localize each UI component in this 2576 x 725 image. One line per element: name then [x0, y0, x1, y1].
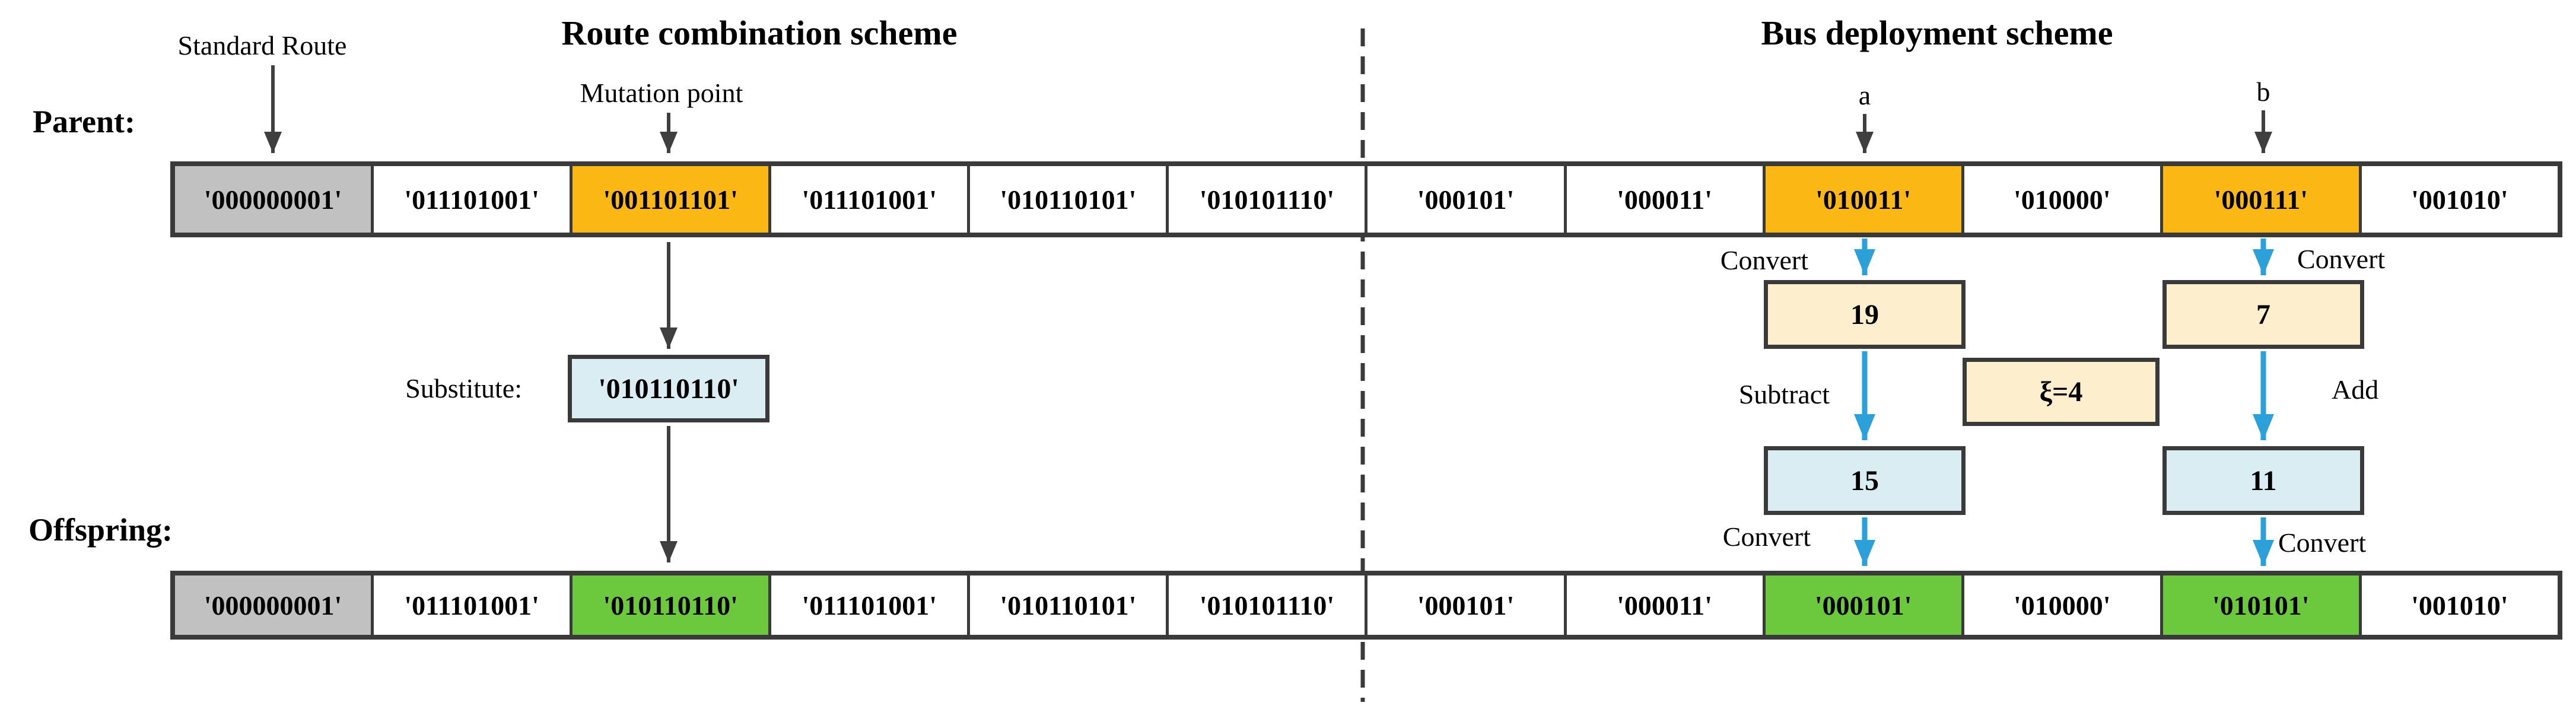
gene-cell: '011101001'	[371, 166, 570, 233]
substitute-label: Substitute:	[405, 373, 522, 403]
convert-label-b-down: Convert	[2297, 244, 2386, 274]
gene-cell: '010000'	[1961, 166, 2160, 233]
gene-cell: '011101001'	[768, 575, 968, 635]
gene-cell: '010110110'	[570, 575, 769, 635]
gene-cell: '000101'	[1365, 575, 1564, 635]
a-decoded-value-box: 19	[1764, 280, 1966, 349]
gene-cell: '011101001'	[371, 575, 570, 635]
parent-row-label: Parent:	[33, 104, 135, 139]
subtract-label: Subtract	[1738, 379, 1830, 409]
gene-cell: '000011'	[1563, 575, 1763, 635]
b-result-value-box: 11	[2162, 446, 2364, 515]
b-decoded-value-box: 7	[2162, 280, 2364, 349]
gene-cell: '000111'	[2160, 166, 2359, 233]
gene-cell: '010000'	[1961, 575, 2160, 635]
offspring-row-label: Offspring:	[28, 512, 173, 548]
gene-cell: '000101'	[1365, 166, 1564, 233]
gene-cell: '001010'	[2358, 575, 2558, 635]
gene-cell: '010011'	[1762, 166, 1961, 233]
convert-label-a-up: Convert	[1722, 522, 1811, 552]
gene-a-label: a	[1858, 80, 1871, 110]
gene-cell: '000000001'	[175, 575, 371, 635]
convert-label-a-down: Convert	[1720, 245, 1808, 275]
parent-chromosome-row: '000000001''011101001''001101101''011101…	[170, 161, 2562, 237]
a-result-value-box: 15	[1764, 446, 1966, 515]
bus-deployment-scheme-title: Bus deployment scheme	[1761, 14, 2113, 52]
gene-cell: '011101001'	[768, 166, 968, 233]
gene-cell: '010101'	[2160, 575, 2359, 635]
substitute-value-box: '010110110'	[568, 355, 769, 422]
xi-parameter-box: ξ=4	[1963, 358, 2160, 426]
gene-cell: '010110101'	[967, 166, 1166, 233]
gene-cell: '010110101'	[967, 575, 1166, 635]
gene-cell: '001101101'	[570, 166, 769, 233]
standard-route-label: Standard Route	[177, 30, 347, 61]
gene-b-label: b	[2256, 77, 2270, 107]
convert-label-b-up: Convert	[2278, 527, 2367, 558]
gene-cell: '000101'	[1762, 575, 1961, 635]
gene-cell: '010101110'	[1166, 166, 1365, 233]
gene-cell: '010101110'	[1166, 575, 1365, 635]
gene-cell: '000000001'	[175, 166, 371, 233]
add-label: Add	[2332, 374, 2379, 405]
gene-cell: '000011'	[1563, 166, 1763, 233]
gene-cell: '001010'	[2358, 166, 2558, 233]
route-combination-scheme-title: Route combination scheme	[561, 14, 958, 52]
mutation-point-label: Mutation point	[580, 78, 743, 108]
offspring-chromosome-row: '000000001''011101001''010110110''011101…	[170, 571, 2562, 640]
